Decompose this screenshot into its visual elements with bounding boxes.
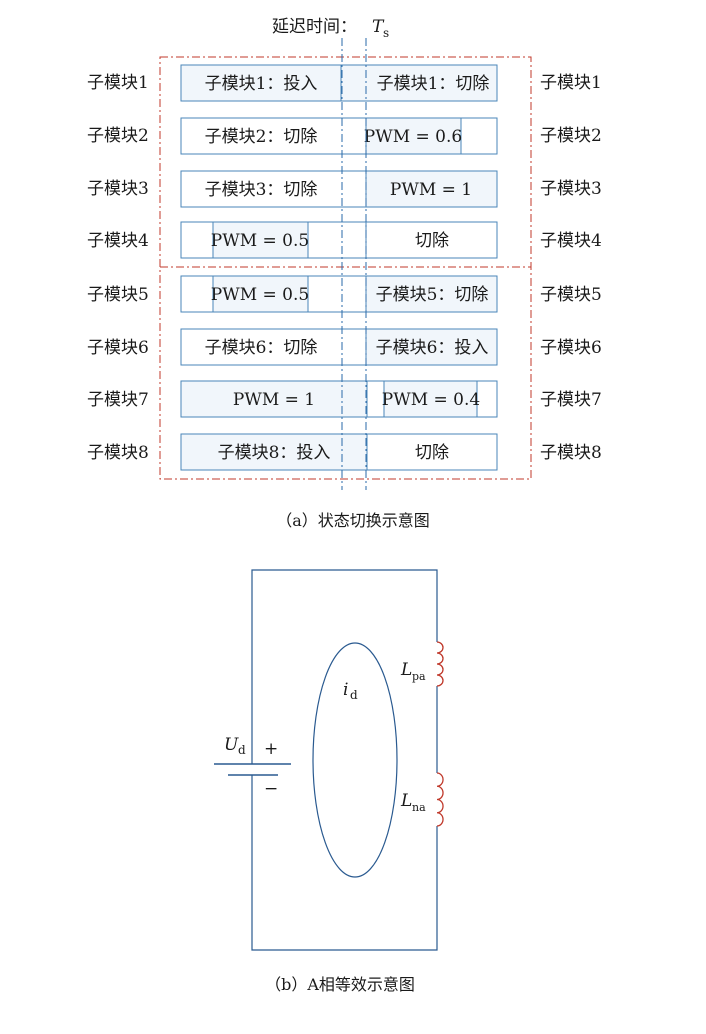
- state-after: 切除: [415, 443, 449, 463]
- submodule-row-6: 子模块6 子模块6：切除 子模块6：投入 子模块6: [87, 328, 602, 366]
- submodule-row-8: 子模块8 子模块8：投入 切除 子模块8: [87, 433, 602, 471]
- row-label-right: 子模块2: [540, 126, 602, 146]
- row-label-left: 子模块8: [87, 443, 149, 463]
- delay-time-subscript: s: [383, 26, 389, 40]
- phase-a-equivalent-circuit: U d + − i d L pa L na （b）A相等效示意图: [214, 569, 444, 994]
- source-minus: −: [264, 779, 278, 799]
- source-symbol: U: [224, 735, 239, 755]
- row-label-left: 子模块2: [87, 126, 149, 146]
- state-after: PWM = 1: [390, 180, 472, 200]
- state-box-before: [180, 64, 342, 102]
- state-after: 子模块5：切除: [376, 285, 489, 305]
- state-box-after: [340, 64, 498, 102]
- row-label-left: 子模块4: [87, 231, 149, 251]
- upper-inductor-subscript: pa: [412, 670, 426, 683]
- state-after: 子模块1：切除: [377, 74, 490, 94]
- delay-time-label: 延迟时间：: [272, 17, 357, 37]
- wire-top: [251, 569, 438, 757]
- lower-inductor-symbol: L: [400, 791, 412, 811]
- row-label-right: 子模块8: [540, 443, 602, 463]
- row-label-right: 子模块6: [540, 338, 602, 358]
- row-label-right: 子模块7: [540, 390, 602, 410]
- state-after: PWM = 0.6: [364, 127, 462, 147]
- dashed-frame: [159, 56, 532, 480]
- state-before: PWM = 1: [233, 390, 315, 410]
- state-before: 子模块2：切除: [205, 127, 318, 147]
- state-before: 子模块3：切除: [205, 180, 318, 200]
- state-before: 子模块8：投入: [218, 443, 331, 463]
- row-label-right: 子模块1: [540, 73, 602, 93]
- pwm-box: [365, 117, 462, 155]
- state-before: 子模块1：投入: [205, 74, 318, 94]
- state-box-after: [365, 275, 498, 313]
- current-symbol: i: [343, 680, 348, 700]
- current-loop: [312, 642, 398, 878]
- wire-bottom: [251, 775, 438, 951]
- delay-time-symbol: T: [372, 17, 385, 37]
- state-before: 子模块6：切除: [205, 338, 318, 358]
- pwm-box-before: [180, 380, 368, 418]
- pwm-box: [212, 275, 309, 313]
- submodule-row-4: 子模块4 PWM = 0.5 切除 子模块4: [87, 221, 602, 259]
- row-label-left: 子模块1: [87, 73, 149, 93]
- state-box-before: [180, 433, 368, 471]
- row-label-right: 子模块5: [540, 285, 602, 305]
- pwm-box: [365, 170, 498, 208]
- source-subscript: d: [238, 743, 246, 757]
- lower-inductor-coil: [436, 772, 444, 827]
- lower-inductor-subscript: na: [412, 801, 426, 814]
- upper-inductor-coil: [436, 641, 444, 687]
- state-switching-diagram: 延迟时间： T s 子模块1 子模块1：投入 子模块1：切除 子模块1 子模块2…: [87, 17, 602, 530]
- state-after: PWM = 0.4: [382, 390, 480, 410]
- current-subscript: d: [350, 688, 358, 702]
- caption-a: （a）状态切换示意图: [276, 511, 430, 530]
- submodule-row-3: 子模块3 子模块3：切除 PWM = 1 子模块3: [87, 170, 602, 208]
- source-plus: +: [264, 739, 278, 759]
- row-label-left: 子模块3: [87, 179, 149, 199]
- state-before: PWM = 0.5: [211, 231, 309, 251]
- row-label-left: 子模块5: [87, 285, 149, 305]
- state-before: PWM = 0.5: [211, 285, 309, 305]
- submodule-row-5: 子模块5 PWM = 0.5 子模块5：切除 子模块5: [87, 275, 602, 313]
- state-box-after: [365, 328, 498, 366]
- row-label-right: 子模块3: [540, 179, 602, 199]
- row-label-left: 子模块7: [87, 390, 149, 410]
- submodule-row-7: 子模块7 PWM = 1 PWM = 0.4 子模块7: [87, 380, 602, 418]
- pwm-box: [212, 221, 309, 259]
- caption-b: （b）A相等效示意图: [265, 975, 415, 994]
- state-after: 切除: [415, 231, 449, 251]
- pwm-box-after: [383, 380, 478, 418]
- submodule-row-1: 子模块1 子模块1：投入 子模块1：切除 子模块1: [87, 64, 602, 102]
- row-label-left: 子模块6: [87, 338, 149, 358]
- state-after: 子模块6：投入: [376, 338, 489, 358]
- row-label-right: 子模块4: [540, 231, 602, 251]
- upper-inductor-symbol: L: [400, 660, 412, 680]
- submodule-row-2: 子模块2 子模块2：切除 PWM = 0.6 子模块2: [87, 117, 602, 155]
- state-box-after: [366, 433, 498, 471]
